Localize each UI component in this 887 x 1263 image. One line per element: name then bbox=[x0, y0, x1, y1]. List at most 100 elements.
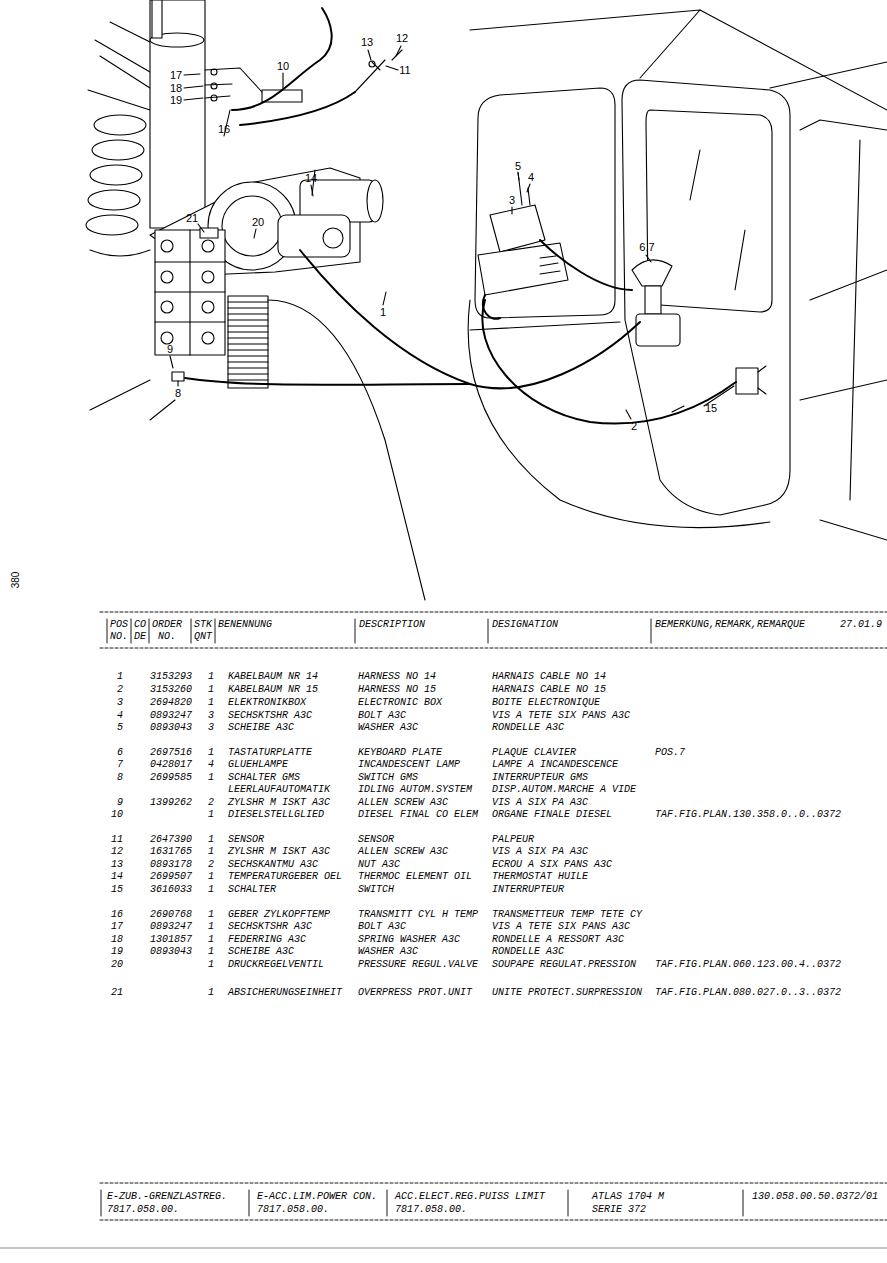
table-cell: ECROU A SIX PANS A3C bbox=[492, 860, 612, 870]
table-cell: INTERRUPTEUR GMS bbox=[492, 773, 588, 783]
table-cell: 10 bbox=[111, 810, 123, 820]
table-cell: SENSOR bbox=[228, 835, 264, 845]
table-cell: IDLING AUTOM.SYSTEM bbox=[358, 785, 472, 795]
table-header: 27.01.9 bbox=[840, 620, 882, 630]
table-cell: SCHALTER GMS bbox=[228, 773, 300, 783]
table-cell: ELEKTRONIKBOX bbox=[228, 698, 306, 708]
callout-number: 5 bbox=[515, 161, 521, 172]
table-cell: 3616033 bbox=[150, 885, 192, 895]
table-cell: 5 bbox=[117, 723, 123, 733]
table-cell: 1 bbox=[208, 773, 214, 783]
table-cell: 1 bbox=[208, 748, 214, 758]
table-cell: 1 bbox=[208, 672, 214, 682]
footer-cell: 7817.058.00. bbox=[257, 1205, 329, 1215]
callout-number: 14 bbox=[305, 173, 317, 184]
callout-number: 4 bbox=[528, 172, 534, 183]
table-header: NO. bbox=[158, 632, 176, 642]
table-cell: TAF.FIG.PLAN.060.123.00.4..0372 bbox=[655, 960, 841, 970]
table-cell: SWITCH bbox=[358, 885, 394, 895]
table-cell: SECHSKTSHR A3C bbox=[228, 711, 312, 721]
table-cell: 1 bbox=[208, 872, 214, 882]
table-header: DE bbox=[134, 632, 146, 642]
table-cell: 1 bbox=[208, 960, 214, 970]
table-cell: 17 bbox=[111, 922, 123, 932]
table-cell: KEYBOARD PLATE bbox=[358, 748, 442, 758]
table-cell: ELECTRONIC BOX bbox=[358, 698, 442, 708]
callout-number: 9 bbox=[167, 344, 173, 355]
table-cell: 3153260 bbox=[150, 685, 192, 695]
table-cell: ZYLSHR M ISKT A3C bbox=[228, 798, 330, 808]
table-cell: DIESEL FINAL CO ELEM bbox=[358, 810, 478, 820]
table-cell: HARNAIS CABLE NO 14 bbox=[492, 672, 606, 682]
table-cell: 1 bbox=[208, 685, 214, 695]
table-cell: BOLT A3C bbox=[358, 711, 406, 721]
table-cell: 0893043 bbox=[150, 947, 192, 957]
table-header: BENENNUNG bbox=[218, 620, 272, 630]
table-cell: 6 bbox=[117, 748, 123, 758]
table-cell: 2 bbox=[117, 685, 123, 695]
table-cell: 2697516 bbox=[150, 748, 192, 758]
table-cell: SWITCH GMS bbox=[358, 773, 418, 783]
table-header: CO bbox=[134, 620, 146, 630]
table-cell: BOITE ELECTRONIQUE bbox=[492, 698, 600, 708]
table-cell: 4 bbox=[208, 760, 214, 770]
table-cell: POS.7 bbox=[655, 748, 685, 758]
table-cell: 1 bbox=[208, 885, 214, 895]
table-header: DESCRIPTION bbox=[359, 620, 425, 630]
table-cell: LAMPE A INCANDESCENCE bbox=[492, 760, 618, 770]
table-cell: 8 bbox=[117, 773, 123, 783]
table-cell: 15 bbox=[111, 885, 123, 895]
table-cell: 1 bbox=[208, 988, 214, 998]
table-cell: SPRING WASHER A3C bbox=[358, 935, 460, 945]
table-cell: 1 bbox=[208, 910, 214, 920]
table-cell: KABELBAUM NR 14 bbox=[228, 672, 318, 682]
table-header: NO. bbox=[110, 632, 128, 642]
table-cell: 1 bbox=[208, 935, 214, 945]
table-cell: VIS A SIX PA A3C bbox=[492, 847, 588, 857]
table-cell: WASHER A3C bbox=[358, 947, 418, 957]
table-cell: 7 bbox=[117, 760, 123, 770]
table-cell: HARNAIS CABLE NO 15 bbox=[492, 685, 606, 695]
table-cell: PRESSURE REGUL.VALVE bbox=[358, 960, 478, 970]
table-cell: 1399262 bbox=[150, 798, 192, 808]
table-cell: RONDELLE A3C bbox=[492, 947, 564, 957]
table-cell: 12 bbox=[111, 847, 123, 857]
table-cell: 1 bbox=[208, 810, 214, 820]
table-cell: HARNESS NO 15 bbox=[358, 685, 436, 695]
table-cell: FEDERRING A3C bbox=[228, 935, 306, 945]
table-cell: 1 bbox=[208, 922, 214, 932]
table-cell: 2647390 bbox=[150, 835, 192, 845]
table-cell: HARNESS NO 14 bbox=[358, 672, 436, 682]
table-cell: 0893043 bbox=[150, 723, 192, 733]
footer-cell: E-ACC.LIM.POWER CON. bbox=[257, 1192, 377, 1202]
table-cell: TRANSMETTEUR TEMP TETE CY bbox=[492, 910, 642, 920]
callout-number: 8 bbox=[175, 388, 181, 399]
callout-number: 15 bbox=[705, 403, 717, 414]
table-cell: 20 bbox=[111, 960, 123, 970]
table-cell: 2 bbox=[208, 798, 214, 808]
table-header: POS bbox=[110, 620, 128, 630]
table-cell: DIESELSTELLGLIED bbox=[228, 810, 324, 820]
table-cell: 0893247 bbox=[150, 922, 192, 932]
table-cell: VIS A TETE SIX PANS A3C bbox=[492, 711, 630, 721]
table-header: STK bbox=[194, 620, 212, 630]
callout-number: 13 bbox=[361, 37, 373, 48]
table-cell: ZYLSHR M ISKT A3C bbox=[228, 847, 330, 857]
table-header: ORDER bbox=[152, 620, 182, 630]
table-cell: 14 bbox=[111, 872, 123, 882]
callout-number: 10 bbox=[277, 61, 289, 72]
callout-number: 16 bbox=[218, 124, 230, 135]
callout-number: 11 bbox=[399, 65, 410, 76]
table-cell: 21 bbox=[111, 988, 123, 998]
callout-number: 2 bbox=[631, 421, 637, 432]
table-cell: OVERPRESS PROT.UNIT bbox=[358, 988, 472, 998]
table-cell: SENSOR bbox=[358, 835, 394, 845]
table-cell: SECHSKANTMU A3C bbox=[228, 860, 318, 870]
table-cell: TEMPERATURGEBER OEL bbox=[228, 872, 342, 882]
table-cell: VIS A TETE SIX PANS A3C bbox=[492, 922, 630, 932]
table-cell: 9 bbox=[117, 798, 123, 808]
table-cell: TASTATURPLATTE bbox=[228, 748, 312, 758]
footer-cell: SERIE 372 bbox=[592, 1205, 646, 1215]
table-cell: VIS A SIX PA A3C bbox=[492, 798, 588, 808]
